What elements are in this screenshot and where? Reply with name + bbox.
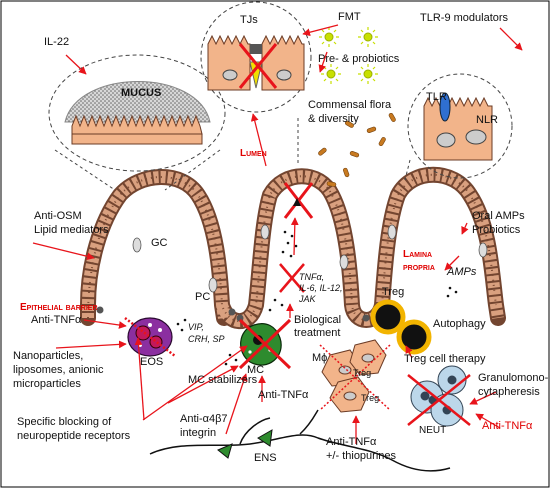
tnf-cytokines-label-2: IL-6, IL-12, — [299, 283, 343, 293]
probiotic-suns — [324, 32, 373, 79]
oral-amps-label: Oral AMPs — [472, 210, 525, 222]
pre-probiotics-label: Pre- & probiotics — [318, 53, 400, 65]
neutrophil-cross — [407, 374, 471, 426]
nlr-label: NLR — [476, 114, 499, 126]
pc-label: PC — [195, 291, 211, 303]
mc-label: MC — [247, 364, 265, 376]
lumen-label: Lumen — [240, 148, 267, 159]
treg-cell-a-label: Treg — [353, 368, 372, 378]
specific-blocking-label-2: neuropeptide receptors — [17, 430, 131, 442]
commensal-label-2: & diversity — [308, 113, 359, 125]
probiotics-label: Probiotics — [472, 224, 521, 236]
tlr-label: TLR — [426, 91, 447, 103]
epithelial-barrier-label: Epithelial barrier — [20, 302, 98, 313]
nanoparticles-label-2: liposomes, anionic — [13, 364, 104, 376]
il22-label: IL-22 — [44, 36, 70, 48]
nanoparticles-label-1: Nanoparticles, — [13, 350, 84, 362]
eosinophil — [124, 317, 176, 357]
lamina-label-1: Lamina — [403, 249, 433, 260]
tnf-cytokines-label-1: TNFα, — [299, 272, 325, 282]
tj-zoom — [200, 1, 312, 113]
cytokine-dots — [176, 230, 458, 366]
a4b7-label-1: Anti-α4β7 — [180, 413, 228, 425]
vip-label: VIP, — [188, 322, 204, 332]
eos-label: EOS — [140, 356, 164, 368]
fmt-label: FMT — [338, 11, 361, 23]
lamina-label-2: propria — [403, 262, 435, 273]
biological-label-1: Biological — [294, 314, 342, 326]
mast-cell — [238, 318, 292, 370]
treg-therapy-label: Treg cell therapy — [404, 353, 486, 365]
anti-tnf-thio-label-2: +/- thiopurines — [326, 450, 397, 462]
treg-label: Treg — [382, 286, 405, 298]
lipid-mediators-label: Lipid mediators — [34, 224, 109, 236]
a4b7-label-2: integrin — [180, 427, 217, 439]
cytokine-cross — [279, 263, 305, 293]
anti-tnf-left-label: Anti-TNFα — [31, 314, 82, 326]
crh-sp-label: CRH, SP — [188, 334, 225, 344]
autophagy-label: Autophagy — [433, 318, 486, 330]
ens-neurons — [217, 429, 273, 459]
gc-label: GC — [151, 237, 168, 249]
anti-tnf-mc-label: Anti-TNFα — [258, 389, 309, 401]
neut-label: NEUT — [419, 425, 447, 436]
tlr-zoom — [404, 73, 513, 181]
tlr9-label: TLR-9 modulators — [420, 12, 509, 24]
mphi-label: Mϕ — [312, 352, 328, 364]
epithelium — [80, 166, 506, 330]
nanoparticles-label-3: microparticles — [13, 378, 81, 390]
villus-cross — [283, 182, 314, 219]
mc-stabilizers-label: MC stabilizers — [188, 374, 258, 386]
granulo-label-1: Granulomono- — [478, 372, 549, 384]
specific-blocking-label-1: Specific blocking of — [17, 416, 112, 428]
granulo-label-2: cytapheresis — [478, 386, 540, 398]
tjs-label: TJs — [240, 14, 258, 26]
macrophages — [321, 339, 387, 413]
anti-osm-label: Anti-OSM — [34, 210, 82, 222]
commensal-bacteria — [318, 112, 396, 187]
enteric-nervous-system — [149, 409, 451, 472]
amps-label: AMPs — [447, 266, 477, 278]
commensal-label-1: Commensal flora — [308, 99, 392, 111]
ens-label: ENS — [254, 452, 277, 464]
tnf-cytokines-label-3: JAK — [299, 294, 316, 304]
anti-tnf-thio-label-1: Anti-TNFα — [326, 436, 377, 448]
therapy-arrows — [32, 24, 523, 444]
treg-cells — [370, 299, 432, 355]
biological-label-2: treatment — [294, 327, 341, 339]
mucus-label: MUCUS — [121, 87, 162, 99]
mucus-zoom — [48, 54, 226, 191]
anti-tnf-neut-label: Anti-TNFα — [482, 420, 533, 432]
treg-cell-b-label: Treg — [361, 393, 380, 403]
